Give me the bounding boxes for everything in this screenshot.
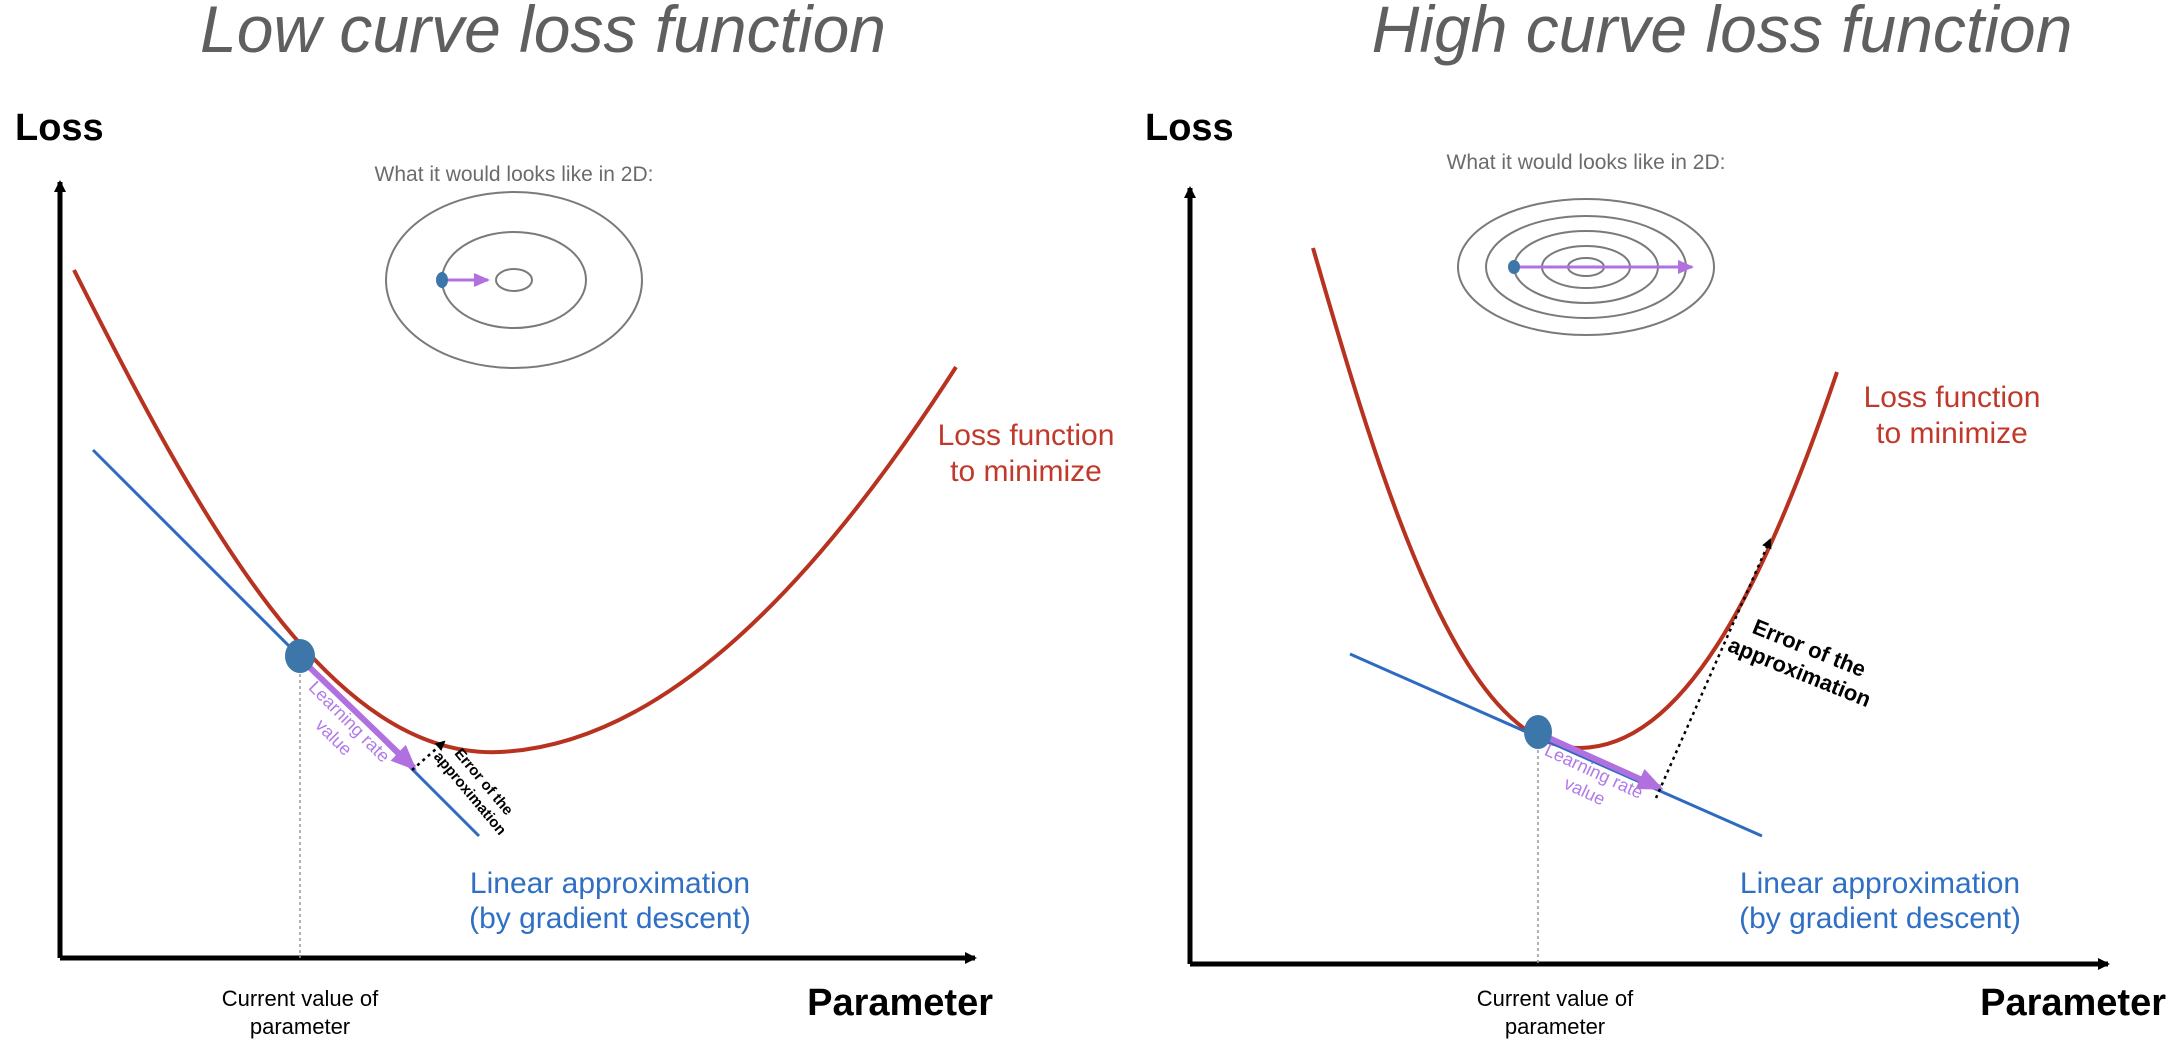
right-panel: High curve loss function Loss Parameter … — [1145, 0, 2166, 1039]
right-linear-label-line2: (by gradient descent) — [1739, 902, 2021, 935]
right-y-axis-label: Loss — [1145, 107, 1234, 149]
left-loss-label-line2: to minimize — [950, 455, 1102, 488]
left-current-point — [285, 639, 315, 673]
left-x-axis-label: Parameter — [807, 982, 993, 1024]
right-linear-label-line1: Linear approximation — [1740, 867, 2020, 900]
left-inset-label: What it would looks like in 2D: — [375, 163, 654, 186]
right-loss-label-line1: Loss function — [1864, 381, 2041, 414]
right-title: High curve loss function — [1372, 0, 2073, 66]
right-inset-label: What it would looks like in 2D: — [1447, 151, 1726, 174]
right-current-label-line1: Current value of — [1477, 986, 1634, 1011]
right-loss-label-line2: to minimize — [1876, 417, 2028, 450]
left-loss-curve — [72, 269, 958, 755]
left-loss-label-line1: Loss function — [938, 419, 1115, 452]
left-y-axis-label: Loss — [15, 107, 104, 149]
left-linear-approx — [91, 448, 481, 838]
right-inset-point — [1508, 260, 1520, 274]
right-x-axis-label: Parameter — [1980, 982, 2166, 1024]
left-error-line — [411, 740, 446, 771]
left-linear-label-line2: (by gradient descent) — [469, 902, 751, 935]
right-learning-rate-arrow — [1538, 731, 1664, 791]
left-inset-point — [436, 272, 448, 288]
left-contour-inner — [495, 268, 533, 292]
left-current-label-line2: parameter — [250, 1014, 350, 1039]
right-linear-approx — [1349, 652, 1763, 838]
left-title: Low curve loss function — [200, 0, 886, 66]
right-error-line — [1654, 538, 1772, 799]
right-current-point — [1524, 715, 1552, 749]
right-contour-1 — [1457, 198, 1715, 336]
right-current-label-line2: parameter — [1505, 1014, 1605, 1039]
right-learning-rate-label: Learning rate value — [1542, 740, 1647, 810]
left-current-label-line1: Current value of — [222, 986, 379, 1011]
right-error-label: Error of the approximation — [1725, 614, 1875, 712]
left-panel: Low curve loss function Loss Parameter W… — [15, 0, 1114, 1039]
left-linear-label-line1: Linear approximation — [470, 867, 750, 900]
left-learning-rate-arrow — [299, 657, 417, 771]
left-contour-outer — [385, 191, 643, 369]
